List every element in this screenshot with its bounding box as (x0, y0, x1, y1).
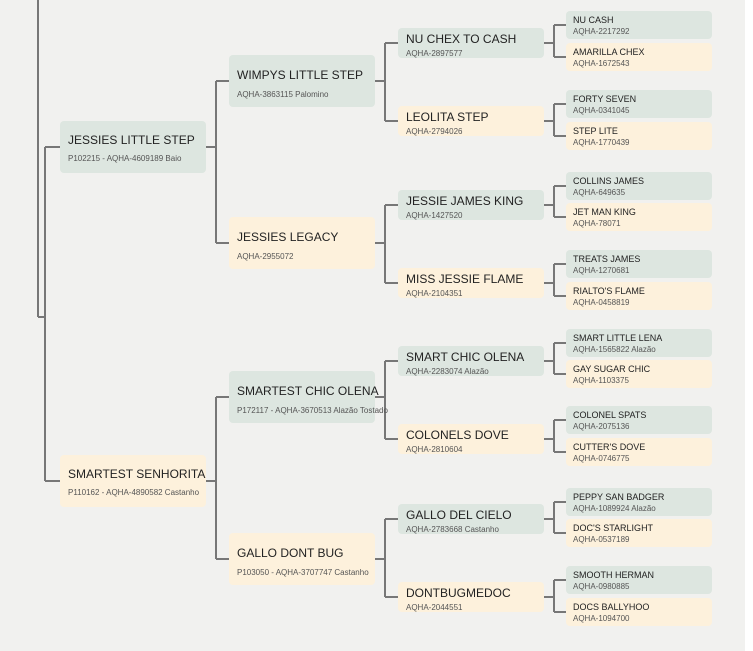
horse-name: WIMPYS LITTLE STEP (237, 68, 364, 82)
horse-registration: AQHA-0537189 (573, 535, 630, 544)
horse-registration: AQHA-1770439 (573, 138, 630, 147)
horse-registration: AQHA-0458819 (573, 298, 630, 307)
horse-registration: AQHA-2783668 Castanho (406, 525, 499, 534)
horse-registration: AQHA-2794026 (406, 127, 463, 136)
horse-name: FORTY SEVEN (573, 94, 637, 104)
horse-registration: P110162 - AQHA-4890582 Castanho (68, 488, 200, 497)
horse-card-doc-s-starlight[interactable]: DOC'S STARLIGHT AQHA-0537189 (566, 519, 712, 547)
horse-card-miss-jessie-flame[interactable]: MISS JESSIE FLAME AQHA-2104351 (398, 268, 544, 298)
horse-card-smart-chic-olena[interactable]: SMART CHIC OLENA AQHA-2283074 Alazão (398, 346, 544, 376)
horse-name: PEPPY SAN BADGER (573, 492, 665, 502)
horse-name: SMOOTH HERMAN (573, 570, 654, 580)
horse-name: DOC'S STARLIGHT (573, 523, 654, 533)
horse-card-forty-seven[interactable]: FORTY SEVEN AQHA-0341045 (566, 90, 712, 118)
horse-name: RIALTO'S FLAME (573, 286, 645, 296)
horse-name: SMART LITTLE LENA (573, 333, 663, 343)
horse-registration: P103050 - AQHA-3707747 Castanho (237, 568, 369, 577)
horse-name: DONTBUGMEDOC (406, 586, 511, 600)
horse-registration: AQHA-0980885 (573, 582, 630, 591)
horse-card-smartest-senhorita[interactable]: SMARTEST SENHORITA P110162 - AQHA-4890582… (60, 455, 206, 507)
horse-registration: AQHA-2044551 (406, 603, 463, 612)
horse-card-smooth-herman[interactable]: SMOOTH HERMAN AQHA-0980885 (566, 566, 712, 594)
horse-registration: AQHA-1103375 (573, 376, 629, 385)
horse-card-docs-ballyhoo[interactable]: DOCS BALLYHOO AQHA-1094700 (566, 598, 712, 626)
horse-name: TREATS JAMES (573, 254, 641, 264)
horse-registration: AQHA-0341045 (573, 106, 630, 115)
horse-registration: AQHA-3863115 Palomino (237, 90, 329, 99)
horse-name: MISS JESSIE FLAME (406, 272, 524, 286)
horse-card-gallo-del-cielo[interactable]: GALLO DEL CIELO AQHA-2783668 Castanho (398, 504, 544, 534)
horse-name: CUTTER'S DOVE (573, 442, 646, 452)
horse-card-cutter-s-dove[interactable]: CUTTER'S DOVE AQHA-0746775 (566, 438, 712, 466)
horse-card-smart-little-lena[interactable]: SMART LITTLE LENA AQHA-1565822 Alazão (566, 329, 712, 357)
horse-name: GALLO DONT BUG (237, 546, 344, 560)
horse-registration: AQHA-2283074 Alazão (406, 367, 489, 376)
horse-registration: AQHA-1427520 (406, 211, 463, 220)
horse-card-jessies-little-step[interactable]: JESSIES LITTLE STEP P102215 - AQHA-460918… (60, 121, 206, 173)
horse-registration: AQHA-1094700 (573, 614, 630, 623)
horse-registration: AQHA-1672543 (573, 59, 630, 68)
horse-name: AMARILLA CHEX (573, 47, 645, 57)
horse-card-step-lite[interactable]: STEP LITE AQHA-1770439 (566, 122, 712, 150)
horse-card-nu-chex-to-cash[interactable]: NU CHEX TO CASH AQHA-2897577 (398, 28, 544, 58)
horse-registration: AQHA-2217292 (573, 27, 630, 36)
horse-card-peppy-san-badger[interactable]: PEPPY SAN BADGER AQHA-1089924 Alazão (566, 488, 712, 516)
horse-registration: AQHA-1089924 Alazão (573, 504, 656, 513)
horse-registration: AQHA-2810604 (406, 445, 463, 454)
horse-card-gay-sugar-chic[interactable]: GAY SUGAR CHIC AQHA-1103375 (566, 360, 712, 388)
horse-name: GAY SUGAR CHIC (573, 364, 651, 374)
horse-name: NU CASH (573, 15, 614, 25)
horse-card-treats-james[interactable]: TREATS JAMES AQHA-1270681 (566, 250, 712, 278)
horse-card-smartest-chic-olena[interactable]: SMARTEST CHIC OLENA P172117 - AQHA-367051… (229, 371, 388, 423)
horse-name: GALLO DEL CIELO (406, 508, 512, 522)
horse-registration: AQHA-649635 (573, 188, 626, 197)
horse-registration: AQHA-2075136 (573, 422, 630, 431)
horse-registration: P102215 - AQHA-4609189 Baio (68, 154, 182, 163)
horse-registration: P172117 - AQHA-3670513 Alazão Tostado (237, 406, 388, 415)
horse-card-colonel-spats[interactable]: COLONEL SPATS AQHA-2075136 (566, 406, 712, 434)
horse-name: COLONEL SPATS (573, 410, 647, 420)
horse-card-jet-man-king[interactable]: JET MAN KING AQHA-78071 (566, 203, 712, 231)
horse-registration: AQHA-0746775 (573, 454, 630, 463)
horse-name: SMART CHIC OLENA (406, 350, 525, 364)
horse-name: DOCS BALLYHOO (573, 602, 650, 612)
horse-name: STEP LITE (573, 126, 618, 136)
horse-card-nu-cash[interactable]: NU CASH AQHA-2217292 (566, 11, 712, 39)
horse-card-collins-james[interactable]: COLLINS JAMES AQHA-649635 (566, 172, 712, 200)
horse-name: JESSIE JAMES KING (406, 194, 524, 208)
horse-card-colonels-dove[interactable]: COLONELS DOVE AQHA-2810604 (398, 424, 544, 454)
horse-card-wimpys-little-step[interactable]: WIMPYS LITTLE STEP AQHA-3863115 Palomino (229, 55, 375, 107)
horse-name: JESSIES LEGACY (237, 230, 339, 244)
horse-name: JESSIES LITTLE STEP (68, 133, 195, 147)
horse-card-dontbugmedoc[interactable]: DONTBUGMEDOC AQHA-2044551 (398, 582, 544, 612)
horse-card-jessie-james-king[interactable]: JESSIE JAMES KING AQHA-1427520 (398, 190, 544, 220)
horse-card-rialto-s-flame[interactable]: RIALTO'S FLAME AQHA-0458819 (566, 282, 712, 310)
horse-name: COLLINS JAMES (573, 176, 645, 186)
horse-registration: AQHA-1565822 Alazão (573, 345, 656, 354)
horse-name: JET MAN KING (573, 207, 636, 217)
horse-name: SMARTEST CHIC OLENA (237, 384, 379, 398)
horse-name: LEOLITA STEP (406, 110, 489, 124)
horse-registration: AQHA-2104351 (406, 289, 463, 298)
horse-registration: AQHA-78071 (573, 219, 621, 228)
horse-registration: AQHA-1270681 (573, 266, 630, 275)
horse-card-jessies-legacy[interactable]: JESSIES LEGACY AQHA-2955072 (229, 217, 375, 269)
horse-registration: AQHA-2955072 (237, 252, 294, 261)
horse-name: SMARTEST SENHORITA (68, 467, 206, 481)
horse-card-leolita-step[interactable]: LEOLITA STEP AQHA-2794026 (398, 106, 544, 136)
horse-card-amarilla-chex[interactable]: AMARILLA CHEX AQHA-1672543 (566, 43, 712, 71)
horse-name: NU CHEX TO CASH (406, 32, 517, 46)
horse-card-gallo-dont-bug[interactable]: GALLO DONT BUG P103050 - AQHA-3707747 Cas… (229, 533, 375, 585)
horse-registration: AQHA-2897577 (406, 49, 463, 58)
horse-name: COLONELS DOVE (406, 428, 509, 442)
